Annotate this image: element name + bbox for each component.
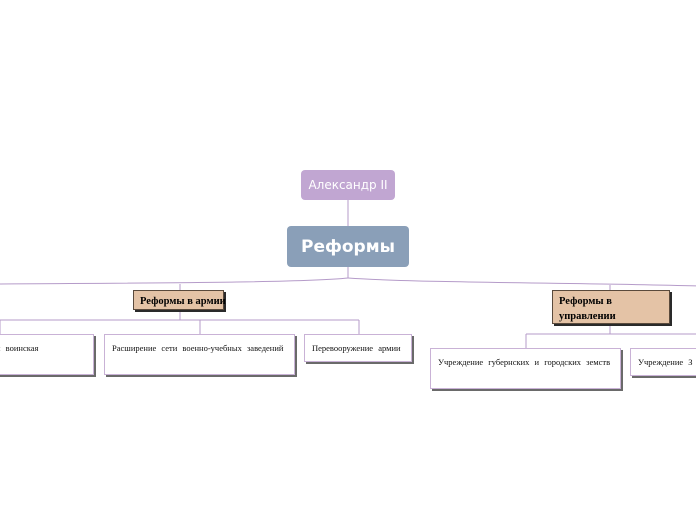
leaf-label: Учреждение З [638,357,693,367]
branch-label: Реформы в армии [140,296,226,307]
leaf-rearmament[interactable]: Перевооружение армии [304,334,412,362]
leaf-label: Расширение сети военно-учебных заведений [112,343,284,353]
leaf-truncated[interactable]: Учреждение З [630,348,696,376]
connector-to-left-edge [0,277,349,285]
central-topic[interactable]: Реформы [287,226,409,267]
branch-army-reforms[interactable]: Реформы в армии [133,290,226,310]
connector-to-right-edge [347,277,696,287]
branch-government-reforms[interactable]: Реформы в управлении [552,290,670,324]
leaf-label: Учреждение губернских и городских земств [438,357,611,367]
top-node[interactable]: Александр II [301,170,395,200]
leaf-label: й воинская [0,343,39,353]
leaf-military-service[interactable]: й воинская [0,334,94,375]
leaf-military-schools[interactable]: Расширение сети военно-учебных заведений [104,334,295,375]
branch-label: Реформы в управлении [559,296,616,322]
leaf-label: Перевооружение армии [312,343,401,353]
leaf-zemstvo[interactable]: Учреждение губернских и городских земств [430,348,621,389]
top-node-label: Александр II [308,178,388,192]
central-topic-label: Реформы [301,236,395,257]
